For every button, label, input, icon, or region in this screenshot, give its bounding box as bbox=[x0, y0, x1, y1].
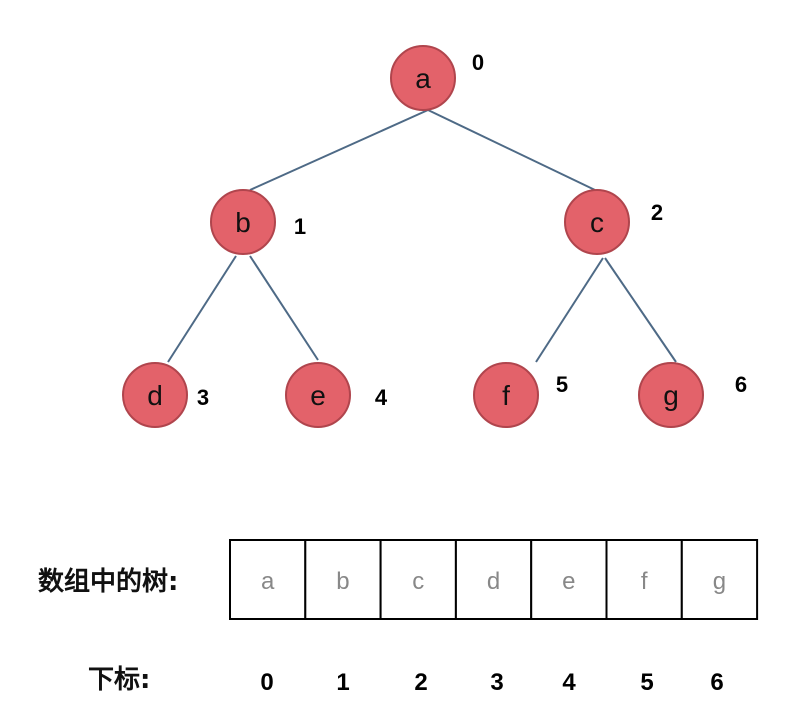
array-label: 数组中的树: bbox=[38, 566, 178, 597]
array-cell-value: g bbox=[713, 568, 726, 595]
array-cell-value: c bbox=[412, 568, 424, 595]
array-cell-value: d bbox=[487, 568, 500, 595]
tree-node-label: e bbox=[310, 380, 326, 411]
array-cell-value: f bbox=[641, 568, 648, 595]
tree-node-e bbox=[285, 362, 351, 428]
tree-node-index: 3 bbox=[197, 385, 209, 410]
tree-node-index: 6 bbox=[735, 372, 747, 397]
tree-node-b bbox=[210, 189, 276, 255]
array-cell-value: e bbox=[562, 568, 575, 595]
array-index: 1 bbox=[336, 669, 349, 696]
tree-node-index: 1 bbox=[294, 214, 306, 239]
tree-edge-b-e bbox=[249, 255, 319, 361]
tree-node-g bbox=[638, 362, 704, 428]
tree-node-label: f bbox=[502, 380, 510, 411]
tree-node-label: g bbox=[663, 380, 679, 411]
array-index: 4 bbox=[562, 669, 576, 696]
array-cell bbox=[530, 539, 608, 620]
array-cell-value: b bbox=[336, 568, 349, 595]
array-index: 6 bbox=[710, 669, 723, 696]
array-cell-value: a bbox=[261, 568, 275, 595]
tree-node-index: 5 bbox=[556, 372, 568, 397]
tree-node-a bbox=[390, 45, 456, 111]
tree-node-label: c bbox=[590, 207, 604, 238]
tree-edge-b-d bbox=[167, 255, 237, 363]
array-cell bbox=[379, 539, 457, 620]
tree-node-index: 2 bbox=[651, 200, 663, 225]
tree-edge-a-c bbox=[427, 109, 596, 191]
array-cell bbox=[605, 539, 683, 620]
array-cell bbox=[454, 539, 533, 620]
array-index: 0 bbox=[260, 669, 273, 696]
array-index: 3 bbox=[490, 669, 503, 696]
tree-edge-a-b bbox=[249, 109, 429, 191]
tree-node-label: b bbox=[235, 207, 251, 238]
tree-node-label: d bbox=[147, 380, 163, 411]
tree-node-index: 0 bbox=[472, 50, 484, 75]
array-index: 2 bbox=[414, 669, 427, 696]
index-row-label: 下标: bbox=[88, 665, 150, 695]
tree-node-index: 4 bbox=[375, 385, 388, 410]
tree-node-f bbox=[473, 362, 539, 428]
tree-edge-c-f bbox=[535, 257, 604, 363]
array-cell bbox=[680, 539, 759, 620]
tree-edge-c-g bbox=[604, 257, 677, 363]
tree-node-c bbox=[564, 189, 630, 255]
tree-node-label: a bbox=[415, 63, 431, 94]
tree-node-d bbox=[122, 362, 188, 428]
array-index: 5 bbox=[640, 669, 653, 696]
